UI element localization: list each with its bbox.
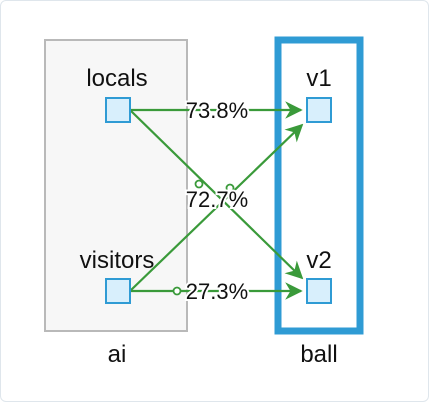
edge-marker-visitors-v1 [225, 183, 235, 193]
node-label-locals: locals [86, 65, 147, 92]
edge-marker-visitors-v2 [172, 286, 182, 296]
node-visitors[interactable] [105, 278, 131, 304]
node-locals[interactable] [105, 97, 131, 123]
edge-locals-v2 [129, 109, 304, 280]
edge-visitors-v1 [129, 123, 304, 292]
node-label-v2: v2 [306, 247, 331, 274]
edge-label-locals-v1: 73.8% [186, 98, 248, 123]
edge-marker-locals-v2 [194, 179, 204, 189]
edge-label-visitors-v1: 72.7% [186, 187, 248, 212]
node-v1[interactable] [306, 97, 332, 123]
node-v2[interactable] [306, 278, 332, 304]
node-label-v1: v1 [306, 65, 331, 92]
node-label-visitors: visitors [80, 247, 155, 274]
group-box-ball [274, 36, 364, 335]
edge-label-visitors-v2: 27.3% [186, 279, 248, 304]
group-label-ai: ai [108, 341, 127, 368]
group-label-ball: ball [300, 341, 337, 368]
